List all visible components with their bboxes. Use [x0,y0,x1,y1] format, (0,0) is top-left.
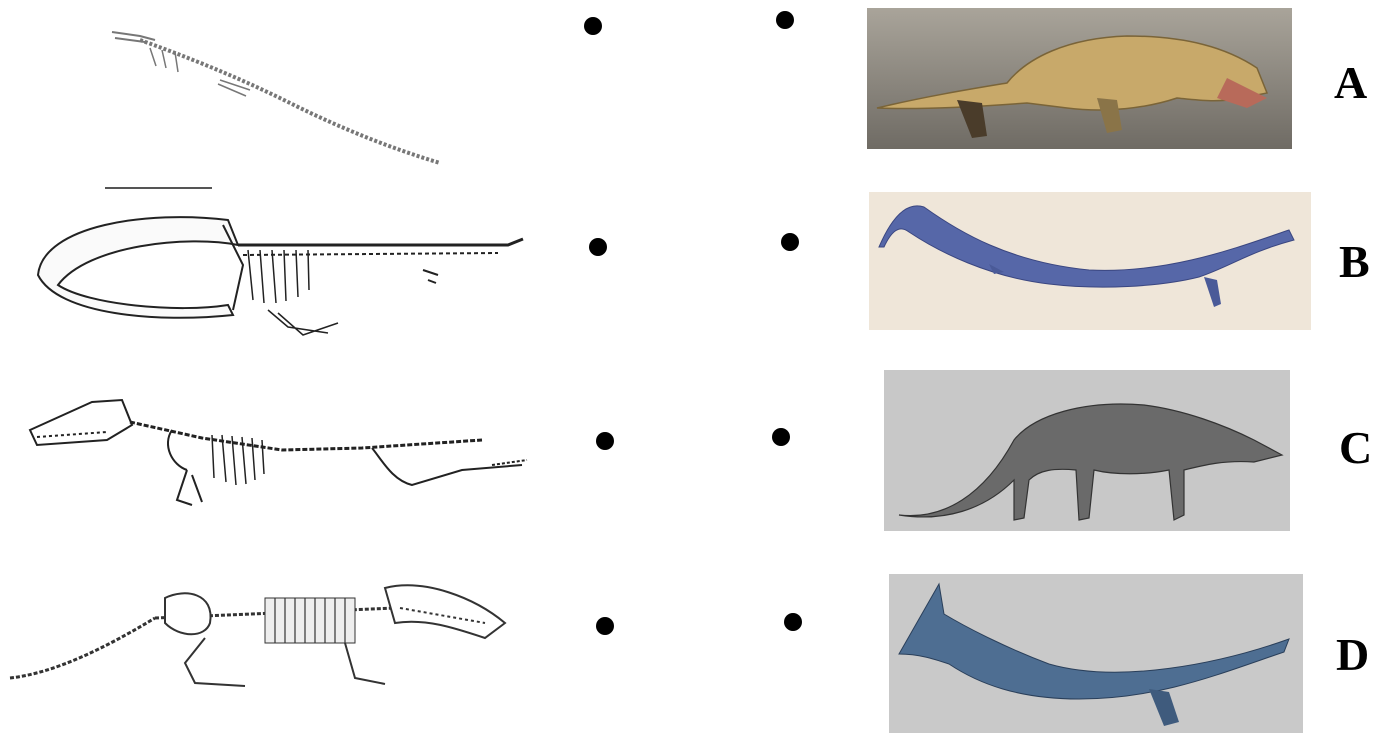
blue-whale-icon [889,574,1303,733]
match-dot-right-1[interactable] [776,11,794,29]
pakicetus-icon [884,370,1290,531]
match-dot-right-4[interactable] [784,613,802,631]
match-dot-left-3[interactable] [596,432,614,450]
ambulocetus-icon [867,8,1292,149]
letter-label-a: A [1334,60,1367,106]
match-dot-left-4[interactable] [596,617,614,635]
match-dot-right-3[interactable] [772,428,790,446]
basilosaurus-icon [869,192,1311,330]
match-dot-left-2[interactable] [589,238,607,256]
letter-label-d: D [1336,632,1369,678]
long-eel-skeleton-icon [100,18,450,193]
match-dot-left-1[interactable] [584,17,602,35]
match-dot-right-2[interactable] [781,233,799,251]
letter-label-c: C [1339,425,1372,471]
letter-label-b: B [1339,239,1370,285]
pakicetus-skeleton-icon [5,578,513,693]
ambulocetus-skeleton-icon [22,390,530,518]
baleen-whale-skeleton-icon [28,205,526,343]
